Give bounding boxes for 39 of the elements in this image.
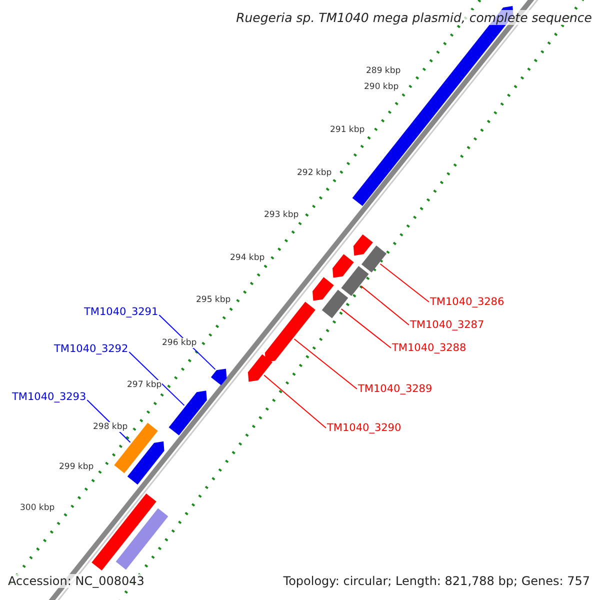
gene-label: TM1040_3293 [12, 391, 86, 403]
leader-line [340, 308, 392, 348]
gene-bar [361, 246, 387, 272]
gene-label: TM1040_3286 [430, 296, 504, 308]
position-label: 297 kbp [127, 380, 162, 390]
leader-line [294, 338, 358, 390]
position-label: 291 kbp [330, 125, 365, 135]
gene-label: TM1040_3291 [84, 306, 158, 318]
position-label: 290 kbp [364, 82, 399, 92]
gene-label: TM1040_3287 [410, 319, 484, 331]
gene-label: TM1040_3289 [358, 383, 432, 395]
position-label: 298 kbp [93, 422, 128, 432]
leader-line [128, 352, 185, 406]
gene-marker [332, 254, 354, 278]
position-label: 300 kbp [20, 503, 55, 513]
position-label: 299 kbp [59, 462, 94, 472]
gene-marker [264, 302, 316, 362]
gene-marker [127, 441, 164, 485]
gene-label: TM1040_3288 [392, 342, 466, 354]
position-label: 296 kbp [162, 338, 197, 348]
title: Ruegeria sp. TM1040 mega plasmid, complete sequence [236, 10, 592, 25]
gene-marker [312, 277, 334, 301]
leader-line [264, 374, 326, 428]
gene-marker [168, 390, 207, 436]
gene-marker [210, 368, 227, 386]
position-label: 289 kbp [366, 66, 401, 76]
position-label: 293 kbp [264, 210, 299, 220]
gene-marker [248, 354, 272, 382]
position-label: 292 kbp [297, 168, 332, 178]
leader-line [380, 263, 430, 302]
gene-label: TM1040_3290 [327, 422, 402, 434]
footer-text: Accession: NC_008043 [8, 574, 144, 588]
gene-bar [341, 266, 369, 296]
leader-line [360, 286, 410, 326]
gene-label: TM1040_3292 [54, 343, 128, 355]
position-label: 294 kbp [230, 253, 265, 263]
footer-text: Topology: circular; Length: 821,788 bp; Genes: 757 [283, 574, 590, 588]
gene-marker [353, 234, 373, 256]
position-label: 295 kbp [196, 295, 231, 305]
